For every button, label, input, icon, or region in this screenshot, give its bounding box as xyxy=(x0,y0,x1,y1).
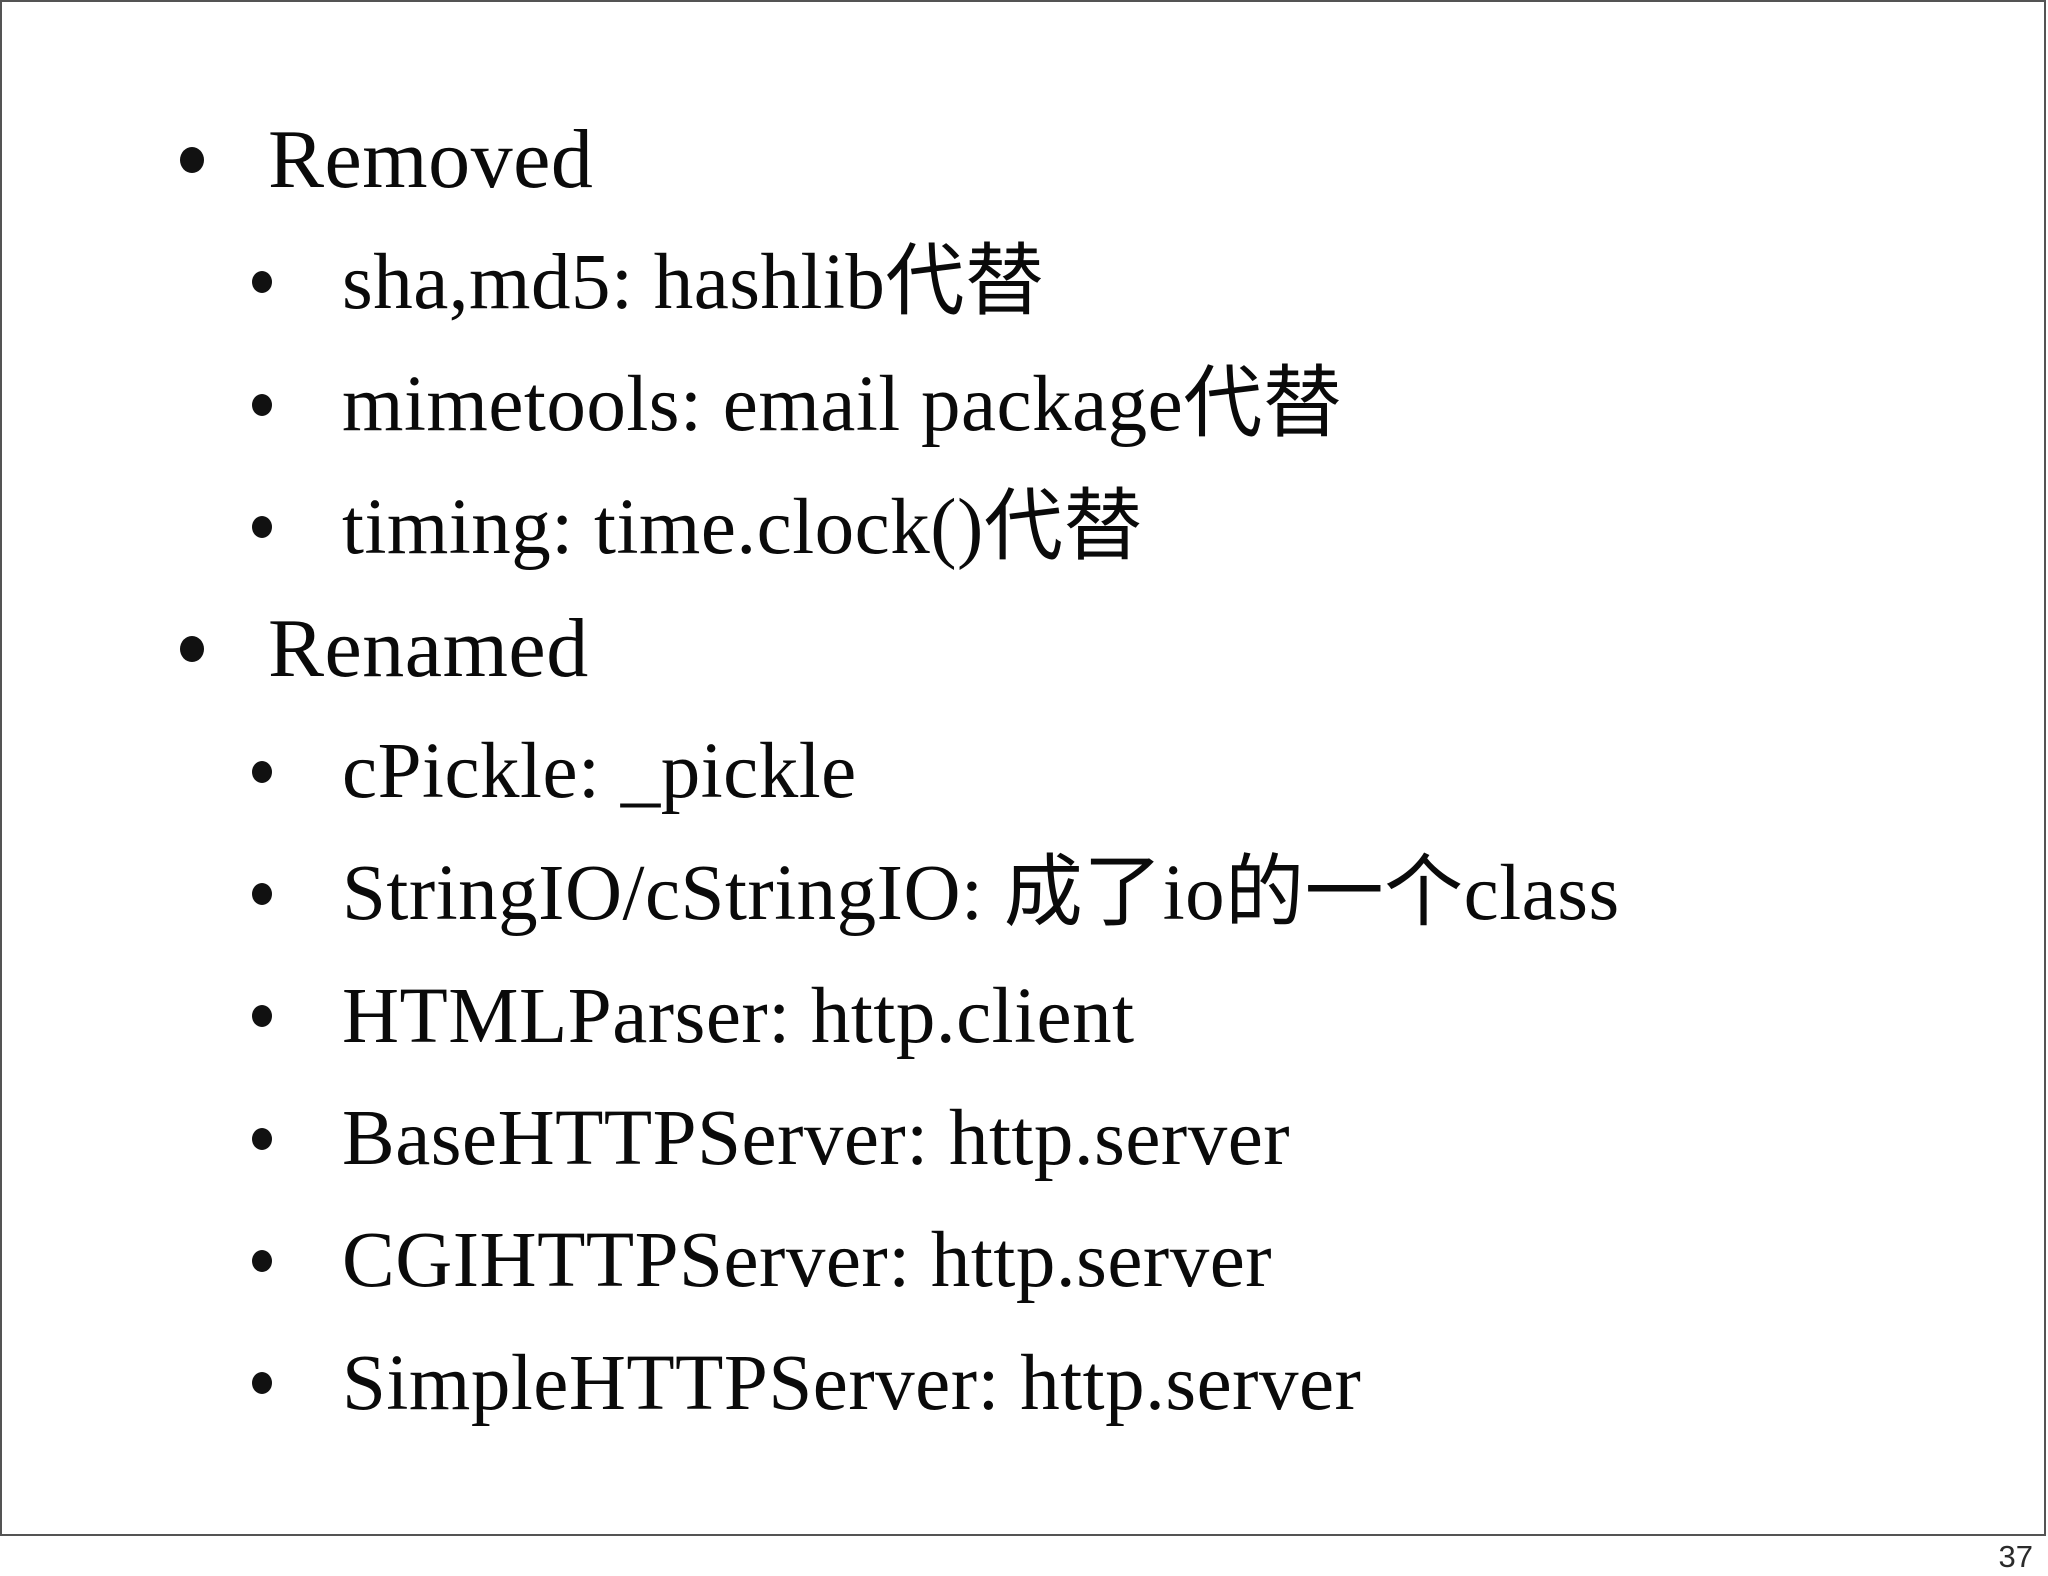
list-item-label: mimetools: email package代替 xyxy=(342,361,1343,449)
list-item-sha-md5: sha,md5: hashlib代替 xyxy=(0,221,2046,343)
list-item-label: BaseHTTPServer: http.server xyxy=(342,1095,1291,1183)
list-item-stringio: StringIO/cStringIO: 成了io的一个class xyxy=(0,833,2046,955)
list-item-simplehttpserver: SimpleHTTPServer: http.server xyxy=(0,1322,2046,1444)
list-item-label: Renamed xyxy=(268,602,589,696)
list-item-basehttpserver: BaseHTTPServer: http.server xyxy=(0,1077,2046,1199)
list-item-label: timing: time.clock()代替 xyxy=(342,483,1143,571)
bullet-icon xyxy=(252,882,272,905)
list-item-mimetools: mimetools: email package代替 xyxy=(0,344,2046,466)
bullet-icon xyxy=(252,760,272,783)
list-item-label: HTMLParser: http.client xyxy=(342,972,1135,1060)
bullet-icon xyxy=(252,393,272,416)
bullet-icon xyxy=(252,1127,272,1150)
bullet-icon xyxy=(252,271,272,294)
list-item-label: CGIHTTPServer: http.server xyxy=(342,1217,1273,1305)
bullet-icon xyxy=(180,636,204,663)
list-item-cpickle: cPickle: _pickle xyxy=(0,710,2046,832)
bullet-icon xyxy=(252,1005,272,1028)
slide-border xyxy=(0,0,2046,1536)
bullet-icon xyxy=(252,1249,272,1272)
page-number: 37 xyxy=(1998,1539,2033,1574)
list-item-cgihttpserver: CGIHTTPServer: http.server xyxy=(0,1200,2046,1322)
list-item-label: cPickle: _pickle xyxy=(342,728,857,816)
list-item-label: StringIO/cStringIO: 成了io的一个class xyxy=(342,850,1620,938)
list-item-htmlparser: HTMLParser: http.client xyxy=(0,955,2046,1077)
list-item-label: Removed xyxy=(268,113,594,207)
bullet-icon xyxy=(252,516,272,539)
bullet-list: Removed sha,md5: hashlib代替 mimetools: em… xyxy=(0,99,2046,1444)
bullet-icon xyxy=(252,1372,272,1395)
bullet-icon xyxy=(180,147,204,174)
list-item-label: SimpleHTTPServer: http.server xyxy=(342,1339,1362,1427)
list-item-renamed: Renamed xyxy=(0,588,2046,710)
list-item-timing: timing: time.clock()代替 xyxy=(0,466,2046,588)
list-item-removed: Removed xyxy=(0,99,2046,221)
list-item-label: sha,md5: hashlib代替 xyxy=(342,238,1045,326)
